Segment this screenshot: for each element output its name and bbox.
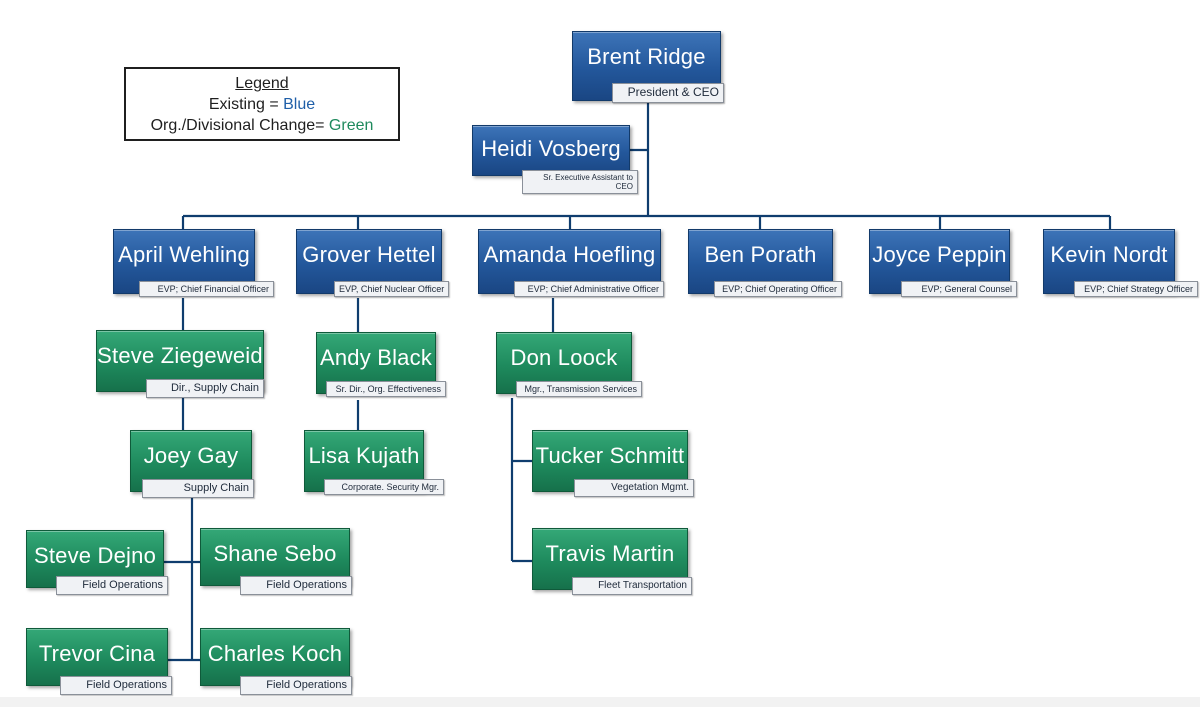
bottom-strip [0, 697, 1200, 707]
node-title: President & CEO [612, 83, 724, 103]
node-title: Corporate. Security Mgr. [324, 479, 444, 496]
node-title: EVP; Chief Financial Officer [139, 281, 274, 298]
node-title: Dir., Supply Chain [146, 379, 264, 398]
node-steve-ziegeweid[interactable]: Steve Ziegeweid Dir., Supply Chain [96, 330, 264, 398]
legend-change-row: Org./Divisional Change= Green [126, 115, 398, 136]
node-name: Heidi Vosberg [472, 125, 630, 176]
node-name: Travis Martin [532, 528, 688, 590]
node-kevin-nordt[interactable]: Kevin Nordt EVP; Chief Strategy Officer [1043, 229, 1198, 298]
node-title: Sr. Executive Assistant to CEO [522, 170, 638, 194]
node-ben-porath[interactable]: Ben Porath EVP; Chief Operating Officer [688, 229, 842, 298]
node-travis-martin[interactable]: Travis Martin Fleet Transportation [532, 528, 692, 595]
legend-existing-label: Existing = [208, 96, 284, 113]
legend-existing-row: Existing = Blue [126, 94, 398, 115]
node-title: Field Operations [60, 676, 172, 695]
node-title: Sr. Dir., Org. Effectiveness [326, 381, 446, 398]
node-title: EVP, Chief Nuclear Officer [334, 281, 449, 298]
node-title: Field Operations [240, 576, 352, 595]
node-title: EVP; Chief Administrative Officer [514, 281, 664, 298]
node-tucker-schmitt[interactable]: Tucker Schmitt Vegetation Mgmt. [532, 430, 694, 497]
node-title: Vegetation Mgmt. [574, 479, 694, 497]
node-joyce-peppin[interactable]: Joyce Peppin EVP; General Counsel [869, 229, 1017, 298]
node-title: EVP; Chief Operating Officer [714, 281, 842, 298]
legend-change-color: Green [328, 117, 374, 134]
node-april-wehling[interactable]: April Wehling EVP; Chief Financial Offic… [113, 229, 274, 298]
legend-title: Legend [235, 75, 289, 92]
node-joey-gay[interactable]: Joey Gay Supply Chain [130, 430, 254, 498]
node-shane-sebo[interactable]: Shane Sebo Field Operations [200, 528, 352, 595]
node-title: Field Operations [240, 676, 352, 695]
node-title: Mgr., Transmission Services [516, 381, 642, 398]
node-don-loock[interactable]: Don Loock Mgr., Transmission Services [496, 332, 642, 398]
node-lisa-kujath[interactable]: Lisa Kujath Corporate. Security Mgr. [304, 430, 444, 496]
node-title: EVP; Chief Strategy Officer [1074, 281, 1198, 298]
node-title: Fleet Transportation [572, 577, 692, 595]
node-charles-koch[interactable]: Charles Koch Field Operations [200, 628, 352, 695]
node-name: Kevin Nordt [1043, 229, 1175, 294]
node-trevor-cina[interactable]: Trevor Cina Field Operations [26, 628, 172, 695]
legend-change-label: Org./Divisional Change= [150, 117, 329, 134]
node-title: Field Operations [56, 576, 168, 595]
node-title: EVP; General Counsel [901, 281, 1017, 298]
node-amanda-hoefling[interactable]: Amanda Hoefling EVP; Chief Administrativ… [478, 229, 664, 298]
legend-existing-color: Blue [283, 96, 316, 113]
legend-box: Legend Existing = Blue Org./Divisional C… [124, 67, 400, 141]
node-brent-ridge[interactable]: Brent Ridge President & CEO [572, 31, 724, 103]
node-andy-black[interactable]: Andy Black Sr. Dir., Org. Effectiveness [316, 332, 446, 398]
node-title: Supply Chain [142, 479, 254, 498]
node-grover-hettel[interactable]: Grover Hettel EVP, Chief Nuclear Officer [296, 229, 449, 298]
node-heidi-vosberg[interactable]: Heidi Vosberg Sr. Executive Assistant to… [472, 125, 638, 194]
node-steve-dejno[interactable]: Steve Dejno Field Operations [26, 530, 168, 595]
